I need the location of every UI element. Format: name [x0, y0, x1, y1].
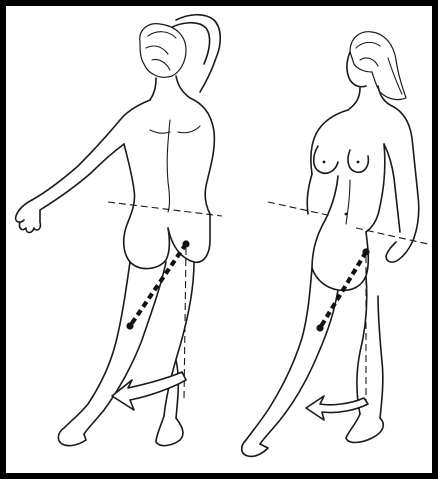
- right-foot: [346, 414, 383, 443]
- outer-border: [3, 3, 435, 476]
- left-hand: [16, 200, 41, 233]
- back-view-figure: [16, 15, 222, 446]
- hip-axis-line: [108, 202, 222, 216]
- chest: [314, 146, 338, 173]
- thigh-muscle-line: [130, 244, 186, 326]
- rotation-arrow-icon: [112, 372, 186, 410]
- front-view-figure: [242, 32, 428, 457]
- thigh-muscle-line: [320, 252, 366, 328]
- right-foot: [156, 416, 183, 446]
- right-arm: [392, 106, 419, 238]
- left-foot: [58, 428, 86, 446]
- right-hand: [386, 238, 414, 262]
- left-arm: [32, 100, 150, 200]
- left-foot: [242, 440, 268, 456]
- hip-axis-line: [268, 202, 332, 216]
